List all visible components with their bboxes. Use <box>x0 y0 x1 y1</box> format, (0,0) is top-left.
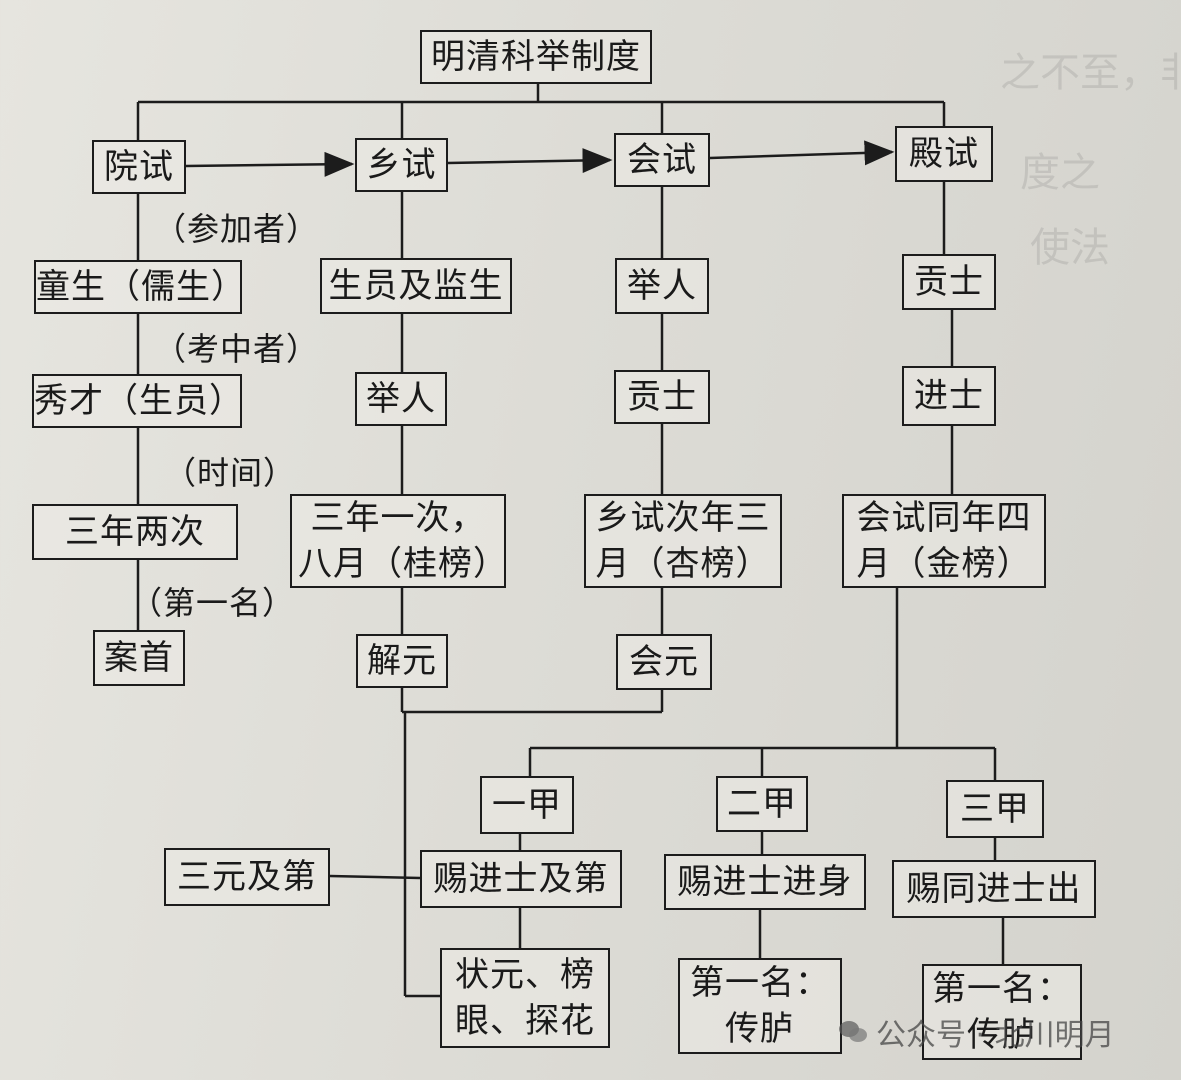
first-yuanshi: 案首 <box>93 630 185 686</box>
title-sanjia: 赐同进士出 <box>892 860 1096 918</box>
passer-huishi: 贡士 <box>614 370 710 424</box>
watermark-text: 公众号 · 北川明月 <box>876 1018 1115 1053</box>
passer-dianshi: 进士 <box>902 366 996 426</box>
honor-erjia: 第一名：传胪 <box>678 958 842 1054</box>
candidate-huishi: 举人 <box>615 258 709 314</box>
time-yuanshi: 三年两次 <box>32 504 238 560</box>
candidate-dianshi: 贡士 <box>902 254 996 310</box>
watermark: 公众号 · 北川明月 <box>838 1010 1115 1054</box>
first-huishi: 会元 <box>616 634 712 690</box>
label-passer: （考中者） <box>154 330 320 368</box>
title-erjia: 赐进士进身 <box>664 854 866 910</box>
exam-huishi: 会试 <box>614 133 710 187</box>
background-text: 之不至，非法度之功 <box>1000 50 1181 96</box>
honor-yijia: 状元、榜眼、探花 <box>440 948 610 1048</box>
candidate-yuanshi: 童生（儒生） <box>34 260 245 314</box>
passer-yuanshi: 秀才（生员） <box>32 374 243 428</box>
time-dianshi: 会试同年四月（金榜） <box>842 494 1046 588</box>
time-huishi: 乡试次年三月（杏榜） <box>584 494 782 588</box>
label-participant: （参加者） <box>154 210 320 248</box>
rank-sanjia: 三甲 <box>946 780 1044 838</box>
first-xiangshi: 解元 <box>356 634 448 688</box>
exam-dianshi: 殿试 <box>895 126 993 182</box>
time-xiangshi: 三年一次，八月（桂榜） <box>290 494 507 588</box>
exam-xiangshi: 乡试 <box>355 138 448 192</box>
rank-yijia: 一甲 <box>480 776 574 834</box>
candidate-xiangshi: 生员及监生 <box>320 258 512 314</box>
label-time: （时间） <box>164 454 297 492</box>
exam-yuanshi: 院试 <box>92 140 186 194</box>
background-text: 使法 <box>1030 225 1110 271</box>
label-first: （第一名） <box>130 584 296 622</box>
root-title: 明清科举制度 <box>420 30 652 84</box>
title-yijia: 赐进士及第 <box>420 850 622 908</box>
sanyuan-jidi: 三元及第 <box>164 848 330 906</box>
honor-sanjia: 第一名：传胪 <box>922 964 1082 1060</box>
wechat-icon <box>839 1021 867 1042</box>
passer-xiangshi: 举人 <box>355 372 447 426</box>
background-text: 度之 <box>1020 150 1100 196</box>
rank-erjia: 二甲 <box>716 776 808 832</box>
